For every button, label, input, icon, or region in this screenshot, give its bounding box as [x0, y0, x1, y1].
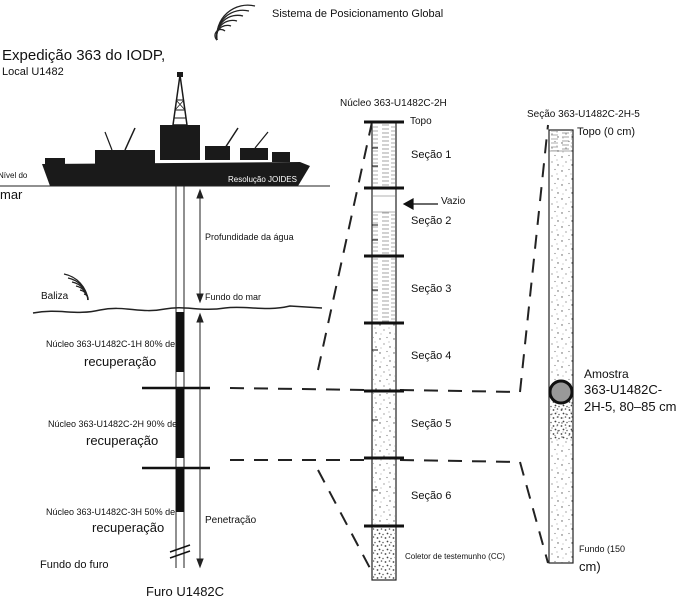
core-2H-recovery — [176, 388, 184, 458]
section-4-label: Seção 4 — [411, 350, 452, 362]
section-bottom-label: cm) — [579, 559, 601, 574]
beacon-signal-icon — [63, 273, 89, 301]
expedition-site: Local U1482 — [2, 66, 64, 78]
section-6-label: Seção 6 — [411, 490, 452, 502]
core-catcher-label: Coletor de testemunho (CC) — [405, 552, 506, 561]
drill-pipe — [142, 186, 210, 568]
ship-name: Resolução JOIDES — [228, 175, 297, 184]
section-column — [548, 129, 574, 564]
section-3-label: Seção 3 — [411, 283, 452, 295]
seafloor-label: Fundo do mar — [205, 292, 262, 302]
sample-marker — [548, 379, 574, 405]
section-top-label: Topo (0 cm) — [577, 126, 636, 138]
drill-ship — [42, 72, 310, 186]
core-1H-recovery — [176, 312, 184, 372]
sea-level-label-small: Nível do — [0, 171, 28, 180]
section-2-label: Seção 2 — [411, 215, 452, 227]
hole-bottom-label: Fundo do furo — [40, 559, 109, 571]
core-3H-recovery-label: recuperação — [92, 520, 165, 535]
core-column — [364, 120, 404, 581]
section-5-label: Seção 5 — [411, 418, 452, 430]
beacon-label: Baliza — [41, 291, 69, 302]
sample-label: Amostra — [584, 367, 629, 381]
core-1H-recovery-label: recuperação — [84, 354, 157, 369]
core-1H-label: Núcleo 363-U1482C-1H 80% de — [46, 339, 176, 349]
expedition-title: Expedição 363 do IODP, — [2, 47, 166, 64]
sample-id-line2: 2H-5, 80–85 cm — [584, 399, 677, 414]
core-3H-recovery — [176, 468, 184, 512]
core-3H-label: Núcleo 363-U1482C-3H 50% de — [46, 507, 176, 517]
core-2H-recovery-label: recuperação — [86, 433, 159, 448]
core-2H-label: Núcleo 363-U1482C-2H 90% de — [48, 419, 178, 429]
sample-id-line1: 363-U1482C- — [584, 382, 663, 397]
section-title: Seção 363-U1482C-2H-5 — [527, 109, 640, 120]
hole-name: Furo U1482C — [146, 584, 225, 599]
water-depth-arrow — [196, 188, 204, 304]
connector-lines — [229, 121, 549, 573]
penetration-arrow — [196, 312, 204, 569]
sea-level-label: mar — [0, 187, 23, 202]
void-arrow — [402, 197, 438, 211]
core-top-label: Topo — [410, 116, 432, 127]
water-depth-label: Profundidade da água — [205, 232, 294, 242]
gps-label: Sistema de Posicionamento Global — [272, 8, 444, 20]
section-1-label: Seção 1 — [411, 149, 452, 161]
section-bottom-label-small: Fundo (150 — [579, 544, 626, 554]
core-title: Núcleo 363-U1482C-2H — [340, 98, 447, 109]
seafloor-line — [32, 305, 323, 314]
penetration-label: Penetração — [205, 515, 257, 526]
void-label: Vazio — [441, 196, 466, 207]
gps-signal-icon — [214, 4, 256, 41]
